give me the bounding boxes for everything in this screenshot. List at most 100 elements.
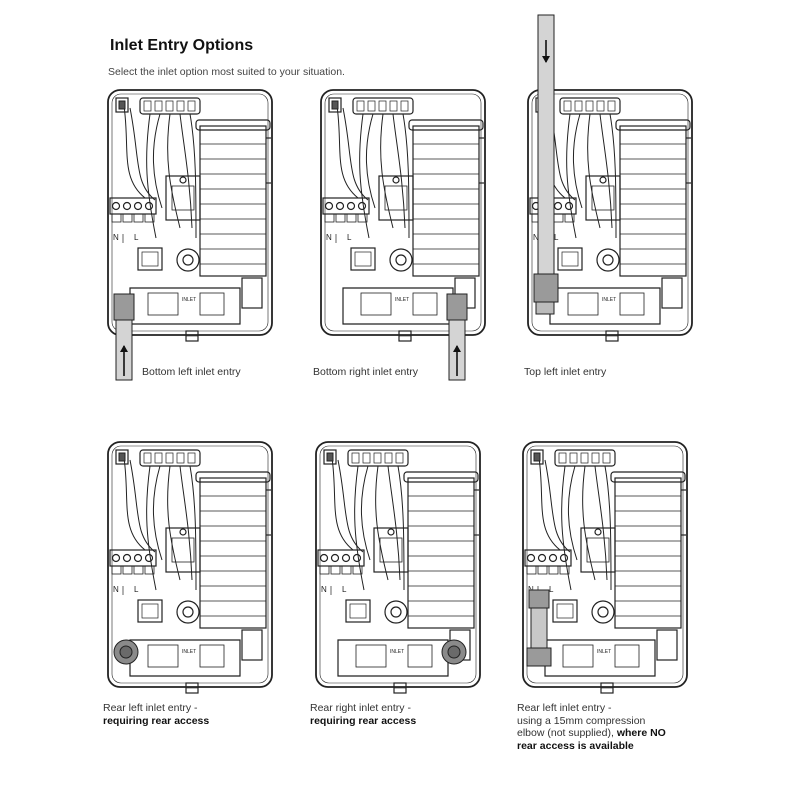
wire [361,465,371,561]
terminal-label-n: N [533,233,539,242]
elbow-pipe [530,607,548,649]
terminal-block [524,549,572,567]
heater-unit: N L INLET [315,441,481,694]
flow-valve [591,600,615,624]
wire [599,113,613,229]
caption-rear-left-elbow: Rear left inlet entry - using a 15mm com… [517,702,666,752]
solenoid [137,247,163,271]
inlet-fitting [533,273,559,303]
terminal-label-l: L [134,233,139,242]
caption-line: elbow (not supplied), [517,727,614,739]
wire [582,465,596,581]
wire [189,113,197,239]
wire [123,457,146,551]
caption-inline-bold: where NO [616,727,666,739]
wire [568,465,578,561]
wire [123,105,146,199]
arrow-head [120,345,128,352]
terminal-label-n: N [321,585,327,594]
wire [129,459,156,553]
casing [107,89,273,336]
wire [604,465,612,591]
caption-bottom-left: Bottom left inlet entry [142,366,241,379]
relay [378,175,414,221]
terminal-label-n: N [113,233,119,242]
terminal-label-l: L [554,233,559,242]
heater-unit: N L INLET [107,89,273,381]
flow-valve [176,248,200,272]
flow-valve [389,248,413,272]
connector [115,97,129,113]
terminal-block [317,549,365,567]
caption-rear-right: Rear right inlet entry - requiring rear … [310,702,416,727]
terminal-block [322,197,370,215]
wire [544,459,571,553]
connector [328,97,342,113]
heating-tank [199,477,267,629]
caption-line: Rear left inlet entry - [103,702,198,714]
arrow-head [542,56,550,63]
casing [107,441,273,688]
terminal-block [109,197,157,215]
compression-elbow [528,589,550,609]
wire [397,465,405,591]
caption-bottom-right: Bottom right inlet entry [313,366,418,379]
wire [189,465,197,591]
flow-valve [596,248,620,272]
wire [387,465,401,581]
caption-bold-line: requiring rear access [310,714,417,727]
caption-bold-line: requiring rear access [103,714,210,727]
terminal-label-l: L [342,585,347,594]
caption-line: using a 15mm compression [517,714,646,727]
solenoid [557,247,583,271]
inlet-label: INLET [182,649,196,655]
caption-line: Top left inlet entry [524,366,607,378]
wire [587,113,601,229]
inlet-label: INLET [390,649,404,655]
caption-line: Bottom right inlet entry [313,366,419,378]
heater-unit: N L INLET [107,441,273,694]
heating-tank [412,125,480,277]
wire [609,113,617,239]
terminal-label-l: L [134,585,139,594]
manifold [337,639,449,677]
caption-bold-line: rear access is available [517,739,634,752]
caption-top-left: Top left inlet entry [524,366,606,379]
wire [392,113,406,229]
inlet-label: INLET [597,649,611,655]
heating-tank [199,125,267,277]
connector [530,449,544,465]
wire [129,107,156,201]
manifold [129,639,241,677]
wire [573,113,583,209]
wire [366,113,376,209]
casing [315,441,481,688]
casing [320,89,486,336]
solenoid [552,599,578,623]
wire [336,105,359,199]
casing [527,89,693,336]
wire [153,113,163,209]
inlet-fitting [113,293,135,321]
solenoid [350,247,376,271]
manifold [544,639,656,677]
wire [331,457,354,551]
wire [538,457,561,551]
relay [165,527,201,573]
caption-line: Rear left inlet entry - [517,702,612,714]
inlet-label: INLET [182,297,196,303]
terminal-label-l: L [347,233,352,242]
wire [380,113,394,229]
relay [373,527,409,573]
terminal-label-l: L [549,585,554,594]
diagram-rear-left: N L INLET [107,441,273,694]
terminal-label-n: N [113,585,119,594]
wire [342,107,369,201]
diagram-bottom-left: N L INLET [107,89,273,381]
